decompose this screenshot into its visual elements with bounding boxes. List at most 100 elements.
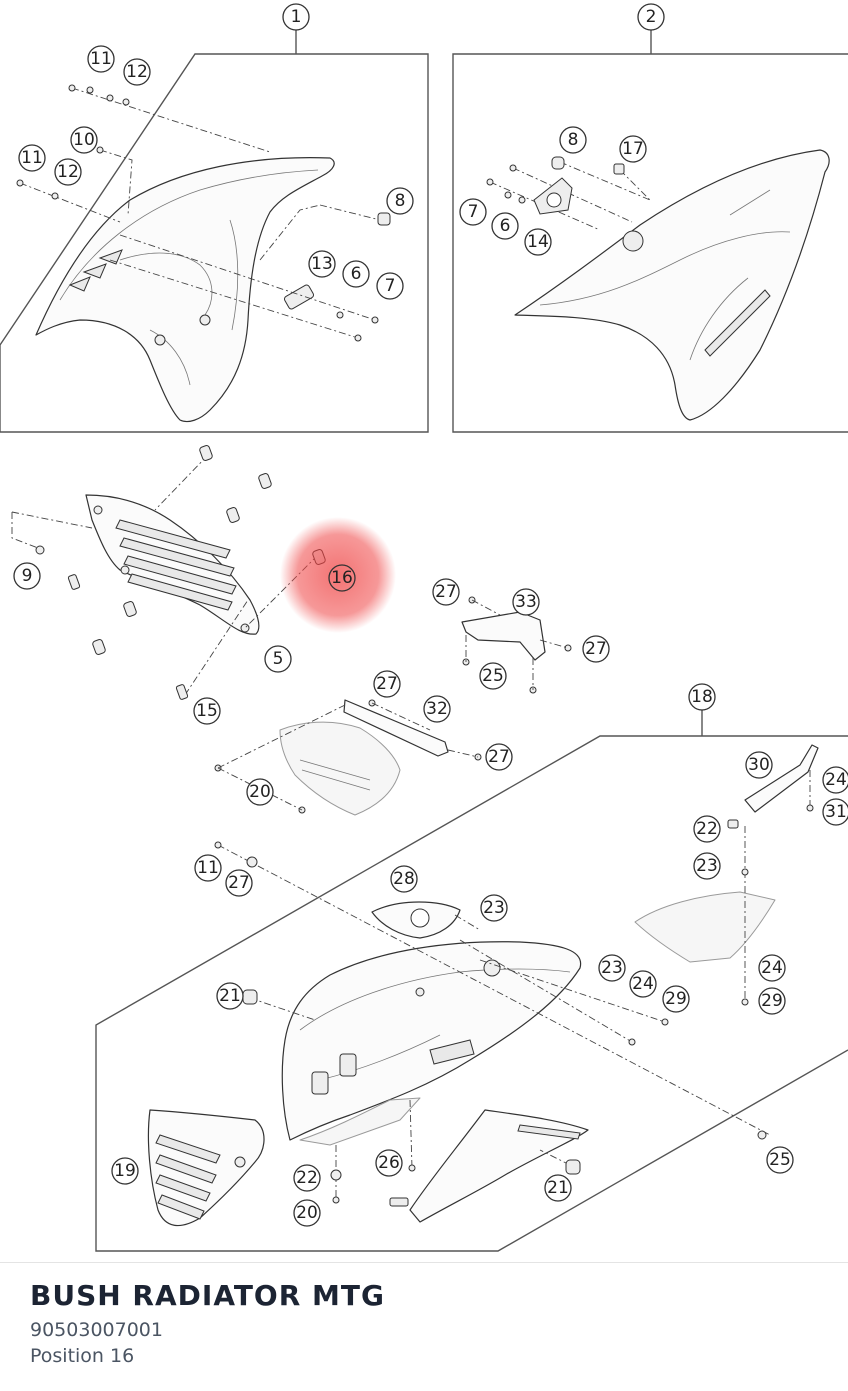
callout-16[interactable]: 16: [328, 564, 356, 592]
left-side-fairing[interactable]: [35, 157, 335, 423]
callout-11[interactable]: 11: [18, 144, 46, 172]
callout-27[interactable]: 27: [373, 670, 401, 698]
callout-27[interactable]: 27: [485, 743, 513, 771]
svg-text:21: 21: [547, 1178, 569, 1198]
right-side-fairing[interactable]: [514, 149, 830, 421]
callout-19[interactable]: 19: [111, 1157, 139, 1185]
callout-24[interactable]: 24: [758, 954, 786, 982]
callout-29[interactable]: 29: [662, 985, 690, 1013]
svg-text:24: 24: [632, 974, 654, 994]
svg-text:27: 27: [376, 674, 398, 694]
callout-22[interactable]: 22: [293, 1164, 321, 1192]
callout-25[interactable]: 25: [766, 1146, 794, 1174]
callout-6[interactable]: 6: [342, 260, 370, 288]
callout-23[interactable]: 23: [480, 894, 508, 922]
turn-indicator-28[interactable]: [371, 901, 461, 939]
callout-17[interactable]: 17: [619, 135, 647, 163]
callout-group-18[interactable]: 18: [688, 683, 716, 711]
callout-12[interactable]: 12: [123, 58, 151, 86]
svg-text:16: 16: [331, 568, 353, 588]
callout-20[interactable]: 20: [293, 1199, 321, 1227]
callout-8[interactable]: 8: [386, 187, 414, 215]
svg-text:18: 18: [691, 687, 713, 707]
svg-text:6: 6: [500, 216, 511, 236]
callout-31[interactable]: 31: [822, 798, 848, 826]
svg-text:7: 7: [468, 202, 479, 222]
callout-10[interactable]: 10: [70, 126, 98, 154]
svg-text:7: 7: [385, 276, 396, 296]
svg-text:5: 5: [273, 649, 284, 669]
svg-text:8: 8: [395, 191, 406, 211]
lower-panel-21[interactable]: [389, 1109, 589, 1223]
group-1-hardware: [16, 84, 391, 342]
callout-23[interactable]: 23: [598, 954, 626, 982]
radiator-spoiler-19[interactable]: [147, 1109, 265, 1227]
callout-group-1[interactable]: 1: [282, 3, 310, 31]
callout-8[interactable]: 8: [559, 126, 587, 154]
svg-text:24: 24: [761, 958, 783, 978]
callout-30[interactable]: 30: [745, 751, 773, 779]
callout-28[interactable]: 28: [390, 865, 418, 893]
group-2-hardware: [486, 156, 625, 215]
callout-21[interactable]: 21: [544, 1174, 572, 1202]
heat-shield-30[interactable]: [634, 744, 819, 963]
svg-text:1: 1: [291, 7, 302, 27]
svg-text:29: 29: [761, 991, 783, 1011]
svg-text:23: 23: [696, 856, 718, 876]
group-1-leader-lines: [19, 87, 381, 339]
svg-text:11: 11: [90, 49, 112, 69]
callout-25[interactable]: 25: [479, 662, 507, 690]
callout-9[interactable]: 9: [13, 562, 41, 590]
callout-group-2[interactable]: 2: [637, 3, 665, 31]
front-fairing-upper[interactable]: [281, 941, 582, 1141]
svg-text:14: 14: [527, 232, 549, 252]
callout-13[interactable]: 13: [308, 250, 336, 278]
callout-7[interactable]: 7: [376, 272, 404, 300]
callout-24[interactable]: 24: [822, 766, 848, 794]
svg-text:28: 28: [393, 869, 415, 889]
callout-20[interactable]: 20: [246, 778, 274, 806]
svg-text:27: 27: [585, 639, 607, 659]
svg-text:17: 17: [622, 139, 644, 159]
svg-text:11: 11: [21, 148, 43, 168]
callout-7[interactable]: 7: [459, 198, 487, 226]
svg-text:27: 27: [488, 747, 510, 767]
callout-27[interactable]: 27: [582, 635, 610, 663]
svg-text:29: 29: [665, 989, 687, 1009]
callout-12[interactable]: 12: [54, 158, 82, 186]
svg-text:21: 21: [219, 986, 241, 1006]
group-18-hardware: [214, 804, 814, 1204]
callout-21[interactable]: 21: [216, 982, 244, 1010]
position-highlight: [280, 517, 396, 633]
callout-15[interactable]: 15: [193, 697, 221, 725]
svg-text:15: 15: [196, 701, 218, 721]
fairing-lower-plate: [299, 1097, 421, 1146]
svg-text:27: 27: [228, 873, 250, 893]
callout-29[interactable]: 29: [758, 987, 786, 1015]
callout-11[interactable]: 11: [194, 854, 222, 882]
callout-11[interactable]: 11: [87, 45, 115, 73]
svg-text:20: 20: [249, 782, 271, 802]
radiator-spoiler[interactable]: [85, 494, 260, 635]
callout-22[interactable]: 22: [693, 815, 721, 843]
svg-text:10: 10: [73, 130, 95, 150]
callout-5[interactable]: 5: [264, 645, 292, 673]
callout-33[interactable]: 33: [512, 588, 540, 616]
svg-text:2: 2: [646, 7, 657, 27]
callout-23[interactable]: 23: [693, 852, 721, 880]
callout-6[interactable]: 6: [491, 212, 519, 240]
svg-text:9: 9: [22, 566, 33, 586]
group-18-leader-lines: [217, 770, 811, 1200]
callout-32[interactable]: 32: [423, 695, 451, 723]
svg-text:32: 32: [426, 699, 448, 719]
callout-24[interactable]: 24: [629, 970, 657, 998]
callout-14[interactable]: 14: [524, 228, 552, 256]
svg-text:23: 23: [601, 958, 623, 978]
group-18-frame: [95, 710, 848, 1252]
group-2-frame: [452, 30, 848, 433]
callout-27[interactable]: 27: [432, 578, 460, 606]
callout-27[interactable]: 27: [225, 869, 253, 897]
callout-26[interactable]: 26: [375, 1149, 403, 1177]
svg-text:11: 11: [197, 858, 219, 878]
svg-text:30: 30: [748, 755, 770, 775]
